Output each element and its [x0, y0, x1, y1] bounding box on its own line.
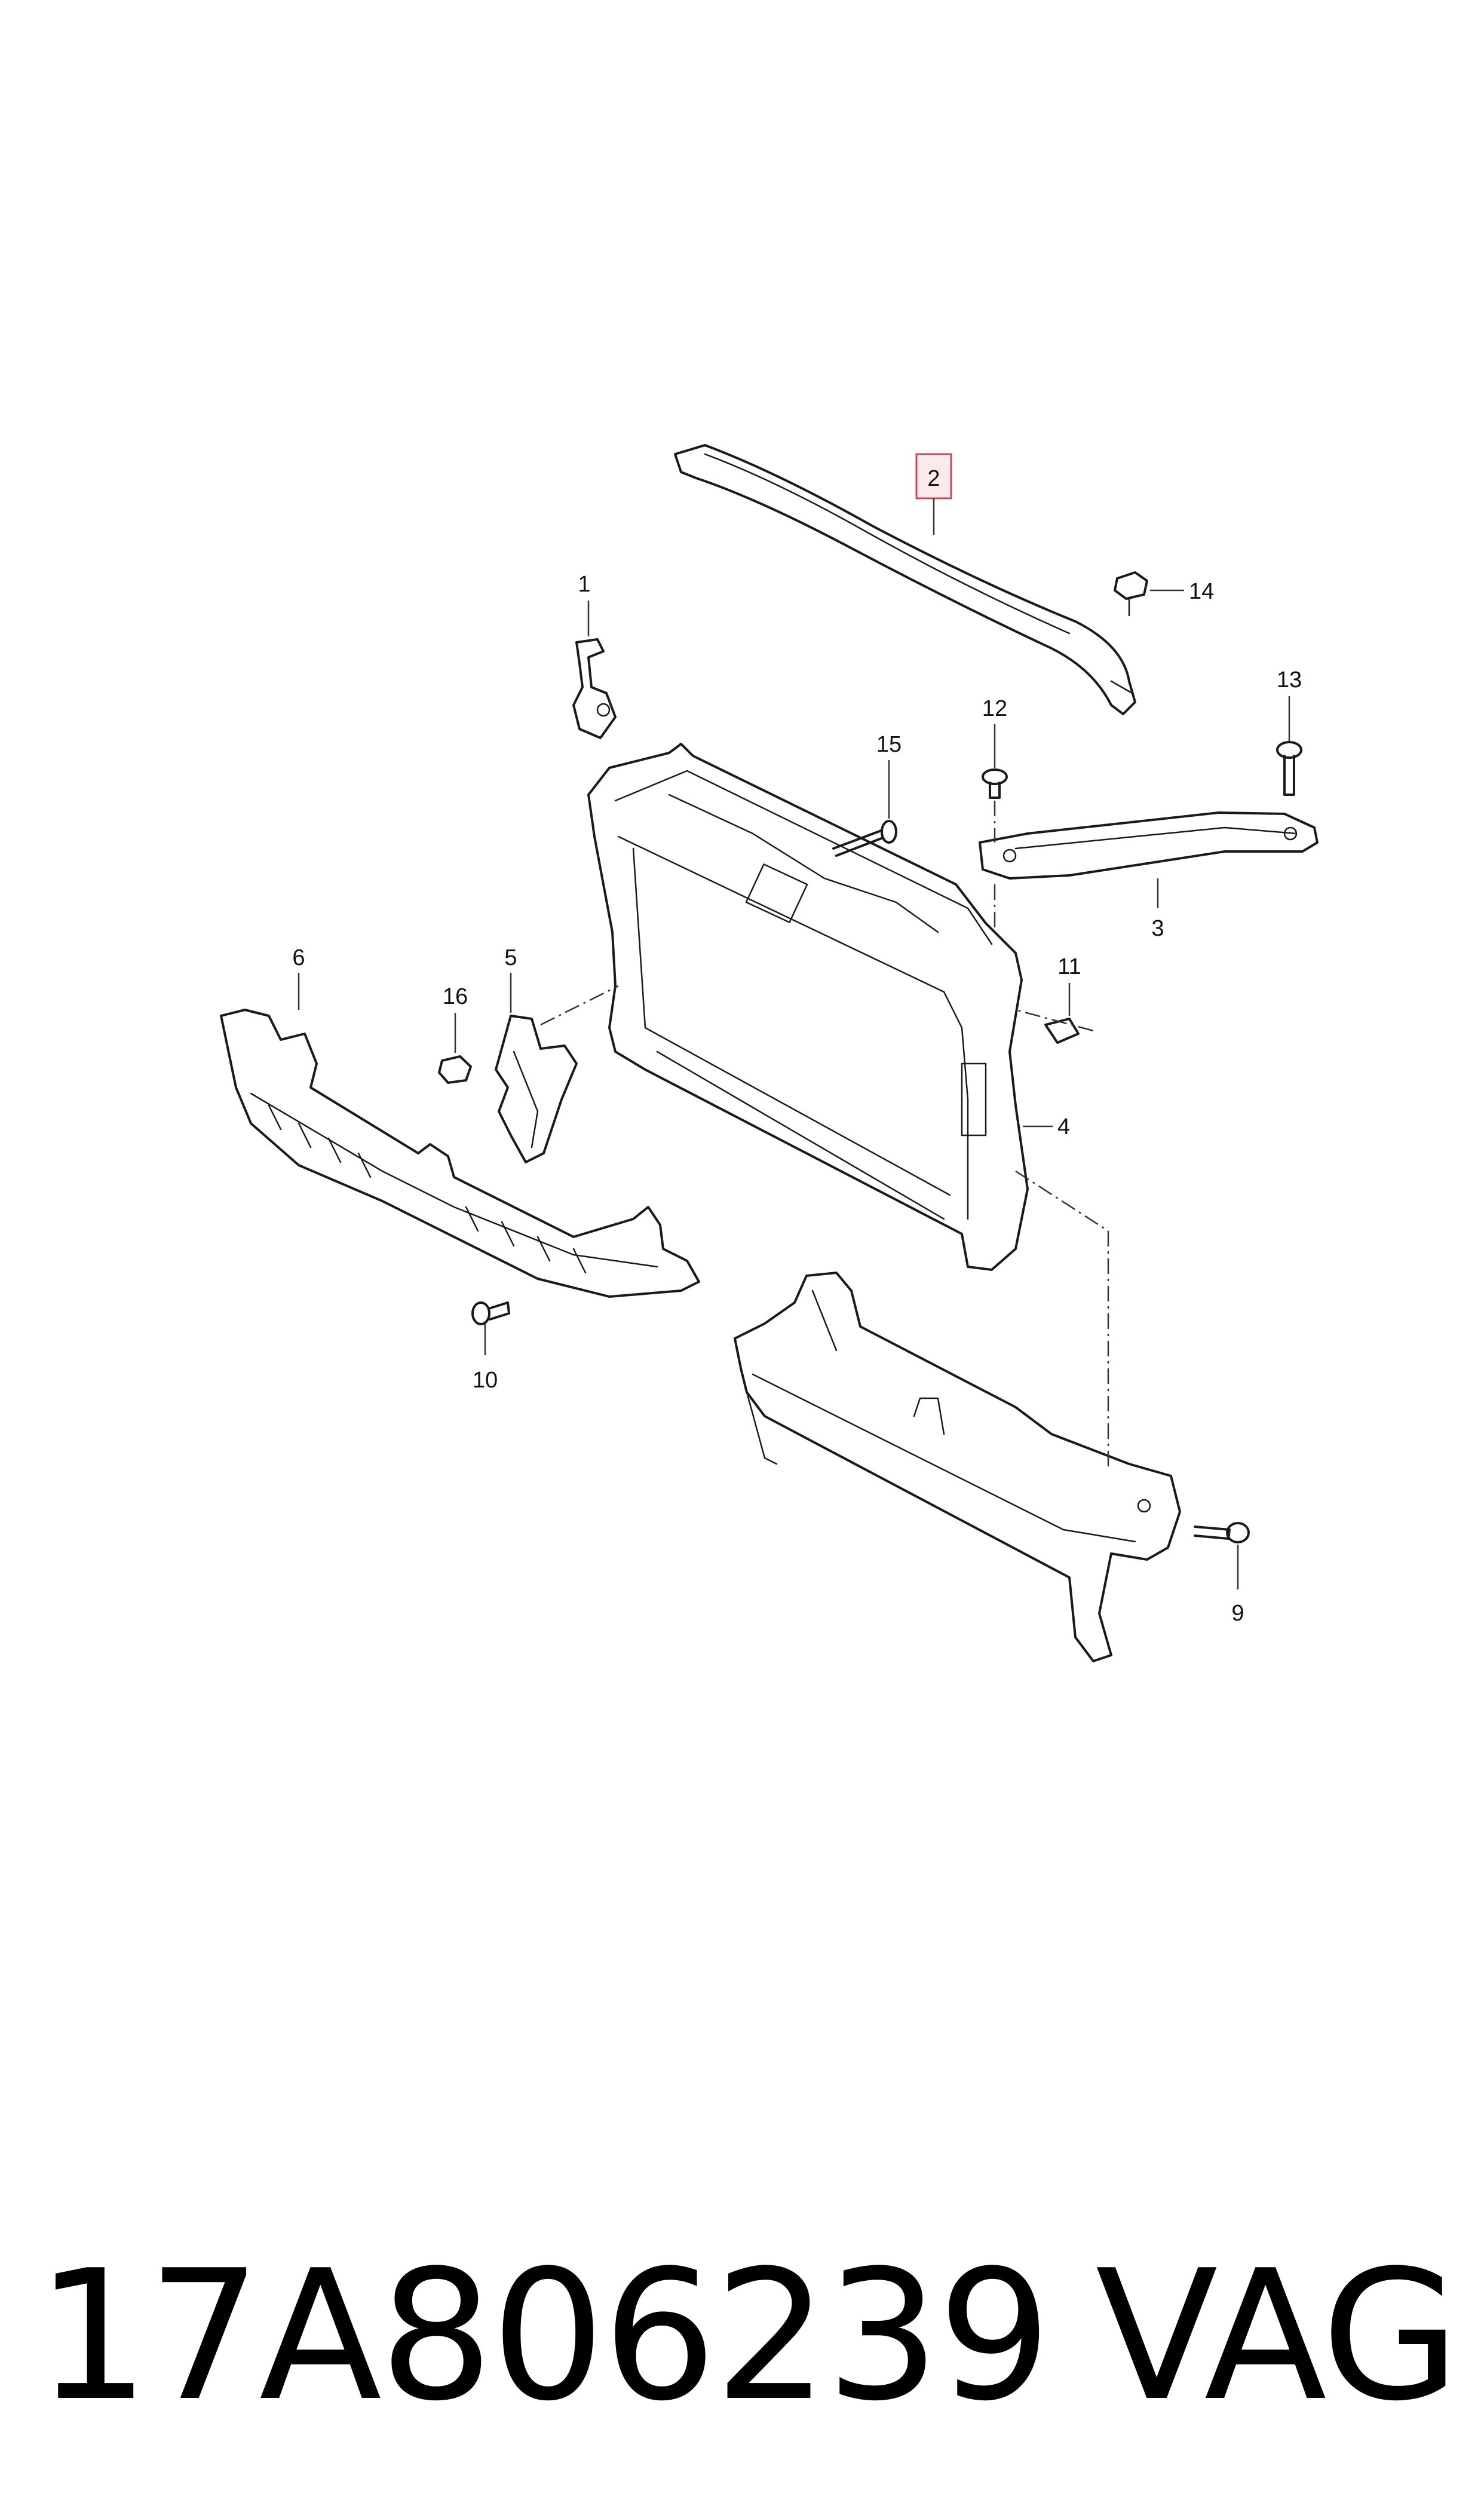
part-13-bolt: 13 [1276, 667, 1302, 796]
part-12-bolt: 12 [982, 696, 1008, 799]
callout-15: 15 [876, 732, 902, 757]
callout-4: 4 [1057, 1114, 1070, 1139]
callout-13: 13 [1277, 667, 1302, 693]
callout-14: 14 [1189, 579, 1214, 604]
part-3-support-bracket: 3 [979, 811, 1319, 941]
assembly-lines [540, 801, 1109, 1470]
footer: 17A806239 VAG [36, 2211, 1460, 2462]
callout-10: 10 [473, 1368, 498, 1393]
brand-label: VAG [1095, 2232, 1460, 2440]
part-11-clip: 11 [1044, 954, 1081, 1044]
part-1-bracket: 1 [572, 572, 617, 739]
part-number: 17A806239 [36, 2232, 1051, 2440]
part-10-bolt: 10 [471, 1301, 510, 1393]
callout-1: 1 [578, 572, 590, 597]
callout-11: 11 [1057, 954, 1081, 979]
part-15-bolt: 15 [832, 732, 902, 857]
exploded-parts-diagram: 2 14 1 15 12 13 [220, 444, 1319, 1662]
callout-12: 12 [982, 696, 1007, 721]
part-5-side-bracket: 5 [495, 945, 578, 1163]
part-2-upper-crossmember: 2 [674, 444, 1136, 715]
part-4-front-end-carrier: 4 [587, 743, 1070, 1271]
part-6-lower-air-guide: 6 [220, 945, 700, 1298]
callout-5: 5 [504, 945, 517, 970]
part-9-bumper-beam: 9 [734, 1272, 1250, 1662]
part-16-nut: 16 [438, 984, 472, 1084]
callout-9: 9 [1231, 1601, 1244, 1626]
callout-16: 16 [443, 984, 468, 1009]
callout-2: 2 [927, 466, 940, 491]
callout-6: 6 [292, 945, 305, 970]
part-14-nut: 14 [1114, 571, 1214, 617]
callout-3: 3 [1151, 916, 1164, 941]
